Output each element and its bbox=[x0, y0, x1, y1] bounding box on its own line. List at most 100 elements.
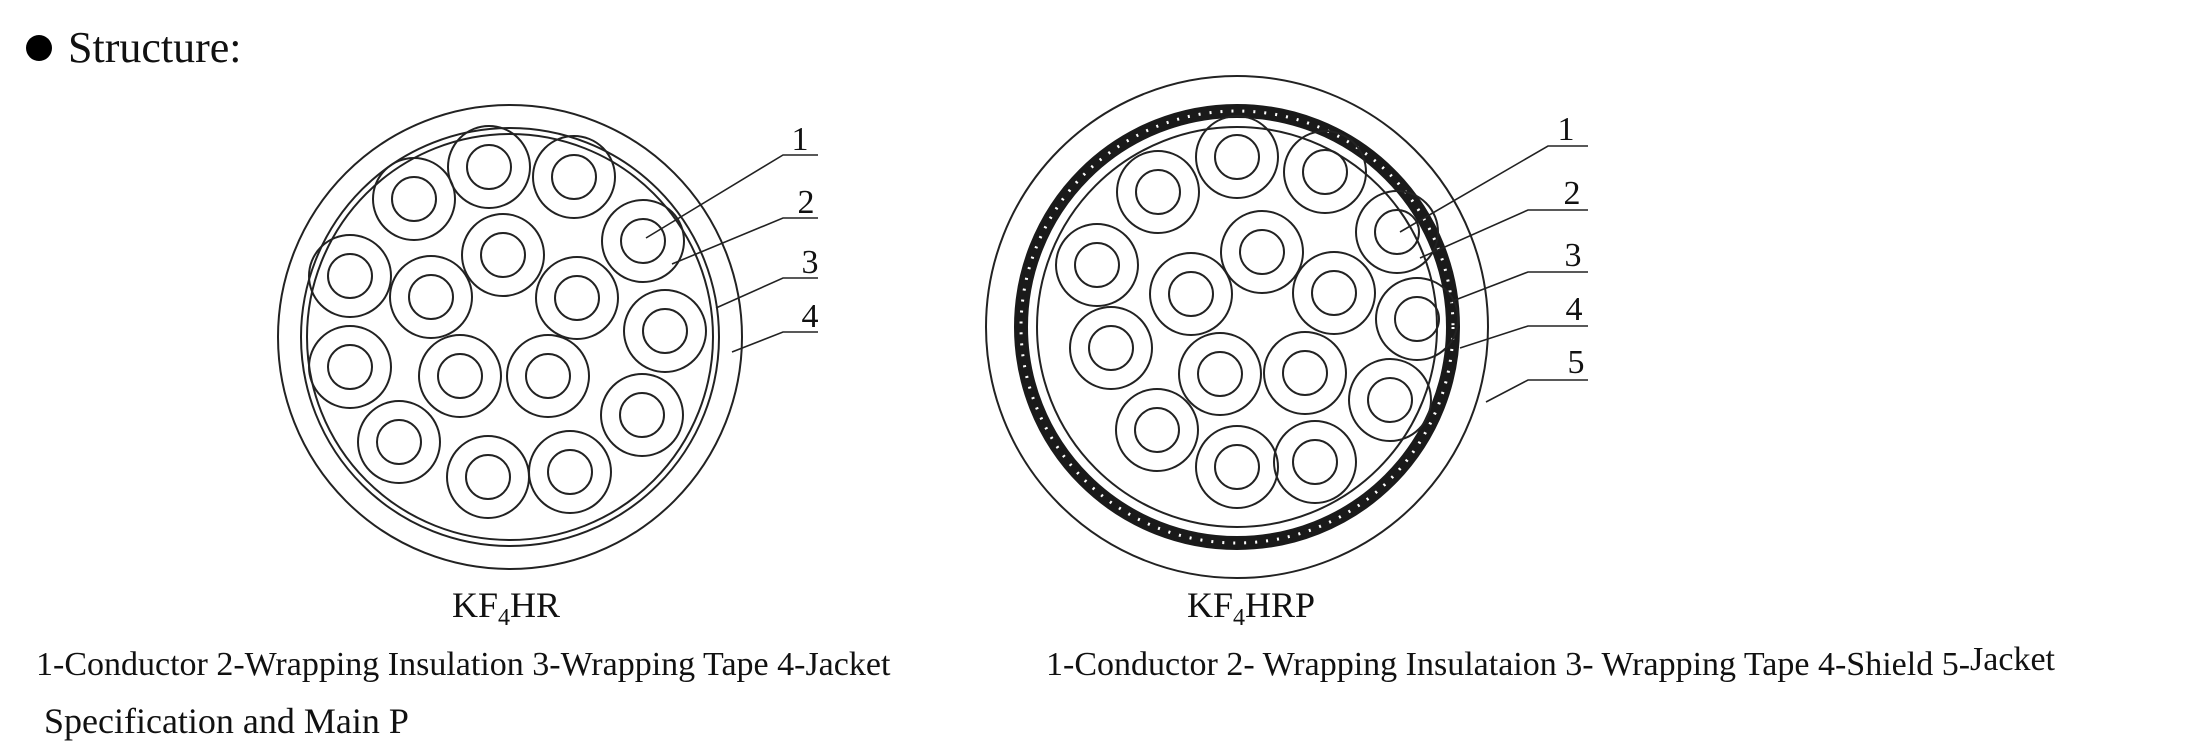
wrapping-insulation bbox=[1355, 190, 1439, 274]
conductor-group bbox=[308, 125, 707, 519]
wrapping-insulation bbox=[1116, 150, 1200, 234]
next-section-heading-partial: Specification and Main P bbox=[44, 701, 409, 741]
conductor bbox=[525, 353, 571, 399]
wrapping-insulation bbox=[461, 213, 545, 297]
wrapping-insulation bbox=[1178, 332, 1262, 416]
wrapping-insulation bbox=[1195, 425, 1279, 509]
caption-kf4hr: 1-Conductor 2-Wrapping Insulation 3-Wrap… bbox=[36, 646, 891, 683]
cable-kf4hrp-cross-section: 1 2 3 4 5 bbox=[985, 75, 1588, 579]
conductor bbox=[620, 218, 666, 264]
wrapping-insulation bbox=[600, 373, 684, 457]
wrapping-insulation bbox=[1375, 277, 1459, 361]
wrapping-insulation bbox=[447, 125, 531, 209]
conductor bbox=[408, 274, 454, 320]
bullet-icon bbox=[26, 35, 52, 61]
conductor bbox=[1168, 271, 1214, 317]
conductor bbox=[554, 275, 600, 321]
wrapping-insulation bbox=[532, 135, 616, 219]
callout-label-5: 5 bbox=[1568, 344, 1585, 381]
conductor bbox=[1088, 325, 1134, 371]
conductor-group bbox=[1055, 115, 1459, 509]
wrapping-tape-inner bbox=[306, 133, 714, 541]
wrapping-insulation bbox=[528, 430, 612, 514]
conductor bbox=[465, 454, 511, 500]
section-heading: Structure: bbox=[26, 26, 242, 70]
jacket-outer bbox=[985, 75, 1489, 579]
wrapping-insulation bbox=[308, 325, 392, 409]
conductor bbox=[1074, 242, 1120, 288]
conductor bbox=[1302, 149, 1348, 195]
section-title: Structure: bbox=[68, 23, 242, 72]
wrapping-insulation bbox=[418, 334, 502, 418]
wrapping-insulation bbox=[308, 234, 392, 318]
model-label-kf4hr: KF4HR bbox=[452, 584, 560, 632]
conductor bbox=[1214, 134, 1260, 180]
wrapping-insulation bbox=[1348, 358, 1432, 442]
conductor bbox=[1292, 439, 1338, 485]
callout-leaders bbox=[645, 154, 818, 353]
wrapping-insulation bbox=[1115, 388, 1199, 472]
wrapping-insulation bbox=[1283, 130, 1367, 214]
conductor bbox=[437, 353, 483, 399]
conductor bbox=[1394, 296, 1440, 342]
callout-label-3: 3 bbox=[802, 244, 819, 281]
caption-kf4hrp: 1-Conductor 2- Wrapping Insulataion 3- W… bbox=[1046, 641, 2055, 684]
caption-text: 1-Conductor 2- Wrapping Insulataion 3- W… bbox=[1046, 646, 1971, 683]
conductor bbox=[1239, 229, 1285, 275]
conductor bbox=[466, 144, 512, 190]
conductor bbox=[327, 253, 373, 299]
conductor bbox=[376, 419, 422, 465]
shield-braid-texture bbox=[1019, 109, 1455, 545]
cable-kf4hr-cross-section: 1 2 3 4 bbox=[277, 104, 819, 570]
model-suffix: HRP bbox=[1245, 585, 1316, 625]
conductor bbox=[480, 232, 526, 278]
wrapping-insulation bbox=[1195, 115, 1279, 199]
wrapping-insulation bbox=[1273, 420, 1357, 504]
wrapping-insulation bbox=[601, 199, 685, 283]
conductor bbox=[391, 176, 437, 222]
wrapping-insulation bbox=[372, 157, 456, 241]
wrapping-insulation bbox=[446, 435, 530, 519]
conductor bbox=[619, 392, 665, 438]
wrapping-insulation bbox=[1149, 252, 1233, 336]
conductor bbox=[1282, 350, 1328, 396]
wrapping-insulation bbox=[1055, 223, 1139, 307]
callout-label-3: 3 bbox=[1565, 237, 1582, 274]
model-subscript: 4 bbox=[498, 605, 511, 632]
model-label-kf4hrp: KF4HRP bbox=[1187, 584, 1315, 632]
conductor bbox=[1367, 377, 1413, 423]
conductor bbox=[327, 344, 373, 390]
wrapping-insulation bbox=[623, 289, 707, 373]
conductor bbox=[1374, 209, 1420, 255]
callout-label-4: 4 bbox=[1566, 291, 1583, 328]
caption-tail: Jacket bbox=[1970, 641, 2055, 678]
jacket-outer bbox=[277, 104, 743, 570]
model-prefix: KF bbox=[1187, 585, 1234, 625]
model-prefix: KF bbox=[452, 585, 499, 625]
model-suffix: HR bbox=[510, 585, 561, 625]
callout-label-2: 2 bbox=[798, 184, 815, 221]
callout-label-2: 2 bbox=[1564, 175, 1581, 212]
wrapping-insulation bbox=[506, 334, 590, 418]
conductor bbox=[1214, 444, 1260, 490]
conductor bbox=[1134, 407, 1180, 453]
cable-cross-section-diagrams: 1 2 3 4 1 2 3 4 5 bbox=[277, 75, 1588, 579]
shield-layer bbox=[1014, 104, 1460, 550]
conductor bbox=[1197, 351, 1243, 397]
callout-label-1: 1 bbox=[792, 121, 809, 158]
callout-leaders bbox=[1399, 145, 1588, 403]
model-subscript: 4 bbox=[1233, 605, 1246, 632]
conductor bbox=[551, 154, 597, 200]
wrapping-insulation bbox=[1292, 251, 1376, 335]
wrapping-insulation bbox=[1069, 306, 1153, 390]
conductor bbox=[1135, 169, 1181, 215]
wrapping-tape-outer bbox=[300, 127, 720, 547]
wrapping-insulation bbox=[1263, 331, 1347, 415]
wrapping-insulation bbox=[1220, 210, 1304, 294]
wrapping-insulation bbox=[535, 256, 619, 340]
conductor bbox=[642, 308, 688, 354]
conductor bbox=[547, 449, 593, 495]
wrapping-insulation bbox=[357, 400, 441, 484]
callout-label-1: 1 bbox=[1558, 111, 1575, 148]
wrapping-insulation bbox=[389, 255, 473, 339]
